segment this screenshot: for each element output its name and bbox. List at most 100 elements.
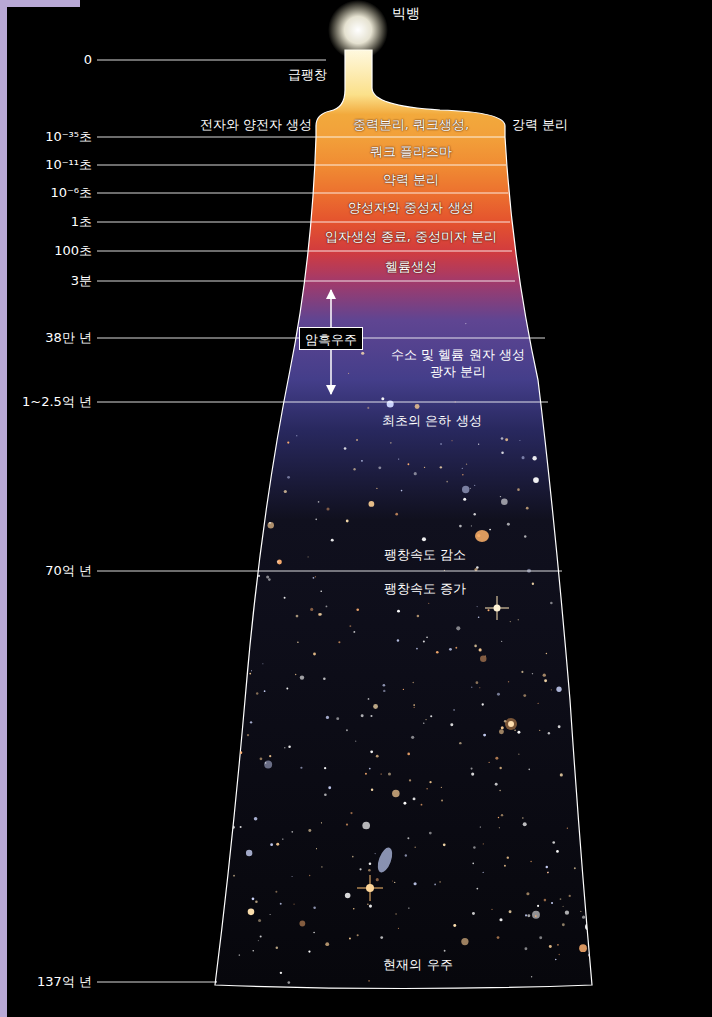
star (239, 662, 241, 664)
star (243, 668, 245, 670)
star (349, 625, 351, 627)
star (500, 496, 501, 497)
star (537, 905, 539, 907)
bright-star (485, 596, 509, 620)
star (361, 352, 364, 355)
event-label: 팽창속도 증가 (325, 580, 525, 597)
star (569, 895, 571, 897)
event-label: 현재의 우주 (318, 956, 518, 973)
star (588, 954, 591, 957)
star (368, 501, 374, 507)
star (539, 936, 542, 939)
star (479, 648, 482, 651)
star (574, 677, 576, 679)
time-label: 3분 (0, 272, 92, 289)
star (524, 947, 527, 950)
star (544, 899, 547, 902)
star (381, 773, 382, 774)
era-text: 양성자와 중성자 생성 (348, 200, 473, 216)
era-text: 쿼크 플라즈마 (370, 144, 452, 160)
star (375, 853, 376, 854)
star (446, 481, 448, 483)
star (453, 924, 456, 927)
star (575, 579, 577, 581)
star (267, 352, 269, 354)
star (471, 525, 472, 526)
star (428, 603, 429, 604)
star (255, 901, 258, 904)
star (244, 653, 247, 656)
time-label: 1초 (0, 213, 92, 230)
star (584, 380, 586, 382)
star (254, 817, 258, 821)
star (284, 490, 287, 493)
star (268, 522, 274, 528)
star (269, 522, 271, 524)
star (456, 626, 460, 630)
star (546, 653, 547, 654)
star (488, 762, 489, 763)
star (559, 954, 560, 955)
era-band: 약력 분리 (317, 166, 505, 193)
star (211, 478, 213, 480)
galaxy (375, 846, 395, 875)
star (495, 757, 498, 760)
star (491, 909, 492, 910)
star (470, 488, 471, 489)
star (231, 691, 234, 694)
era-text: 약력 분리 (383, 172, 439, 188)
star (200, 930, 201, 931)
era-band: 헬륨생성 (309, 252, 513, 281)
star (501, 814, 503, 816)
star (230, 544, 233, 547)
star (207, 404, 209, 406)
star (229, 611, 232, 614)
star (501, 641, 502, 642)
star (286, 687, 288, 689)
star (483, 872, 484, 873)
star (589, 850, 593, 854)
star (465, 323, 466, 324)
star (242, 349, 244, 351)
time-label: 10⁻¹¹초 (0, 156, 92, 173)
star (239, 954, 241, 956)
star (555, 959, 557, 961)
star (557, 944, 559, 946)
era-box: 암흑우주 (299, 327, 363, 350)
star (247, 652, 249, 654)
star (300, 767, 302, 769)
star (316, 848, 317, 849)
time-line (97, 251, 512, 252)
star (425, 719, 426, 720)
star (582, 765, 584, 767)
star (579, 944, 587, 952)
star (462, 468, 463, 469)
star (264, 690, 266, 692)
star-core (366, 884, 374, 892)
star (235, 778, 237, 780)
star (497, 693, 500, 696)
star (338, 641, 340, 643)
star (297, 641, 299, 643)
star (576, 549, 579, 552)
star (356, 439, 358, 441)
star (370, 715, 372, 717)
star (390, 442, 392, 444)
event-label: 최초의 은하 생성 (332, 412, 532, 429)
star (522, 817, 524, 819)
star (414, 882, 417, 885)
star (414, 707, 415, 708)
star (368, 869, 371, 872)
star (463, 498, 466, 501)
star (544, 679, 547, 682)
star (218, 518, 219, 519)
star (462, 486, 469, 493)
star (353, 468, 355, 470)
time-label: 100초 (0, 242, 92, 259)
star (536, 355, 538, 357)
time-line (97, 281, 515, 282)
star-core (494, 605, 501, 612)
star (292, 876, 293, 877)
event-label: 팽창속도 감소 (325, 546, 525, 563)
